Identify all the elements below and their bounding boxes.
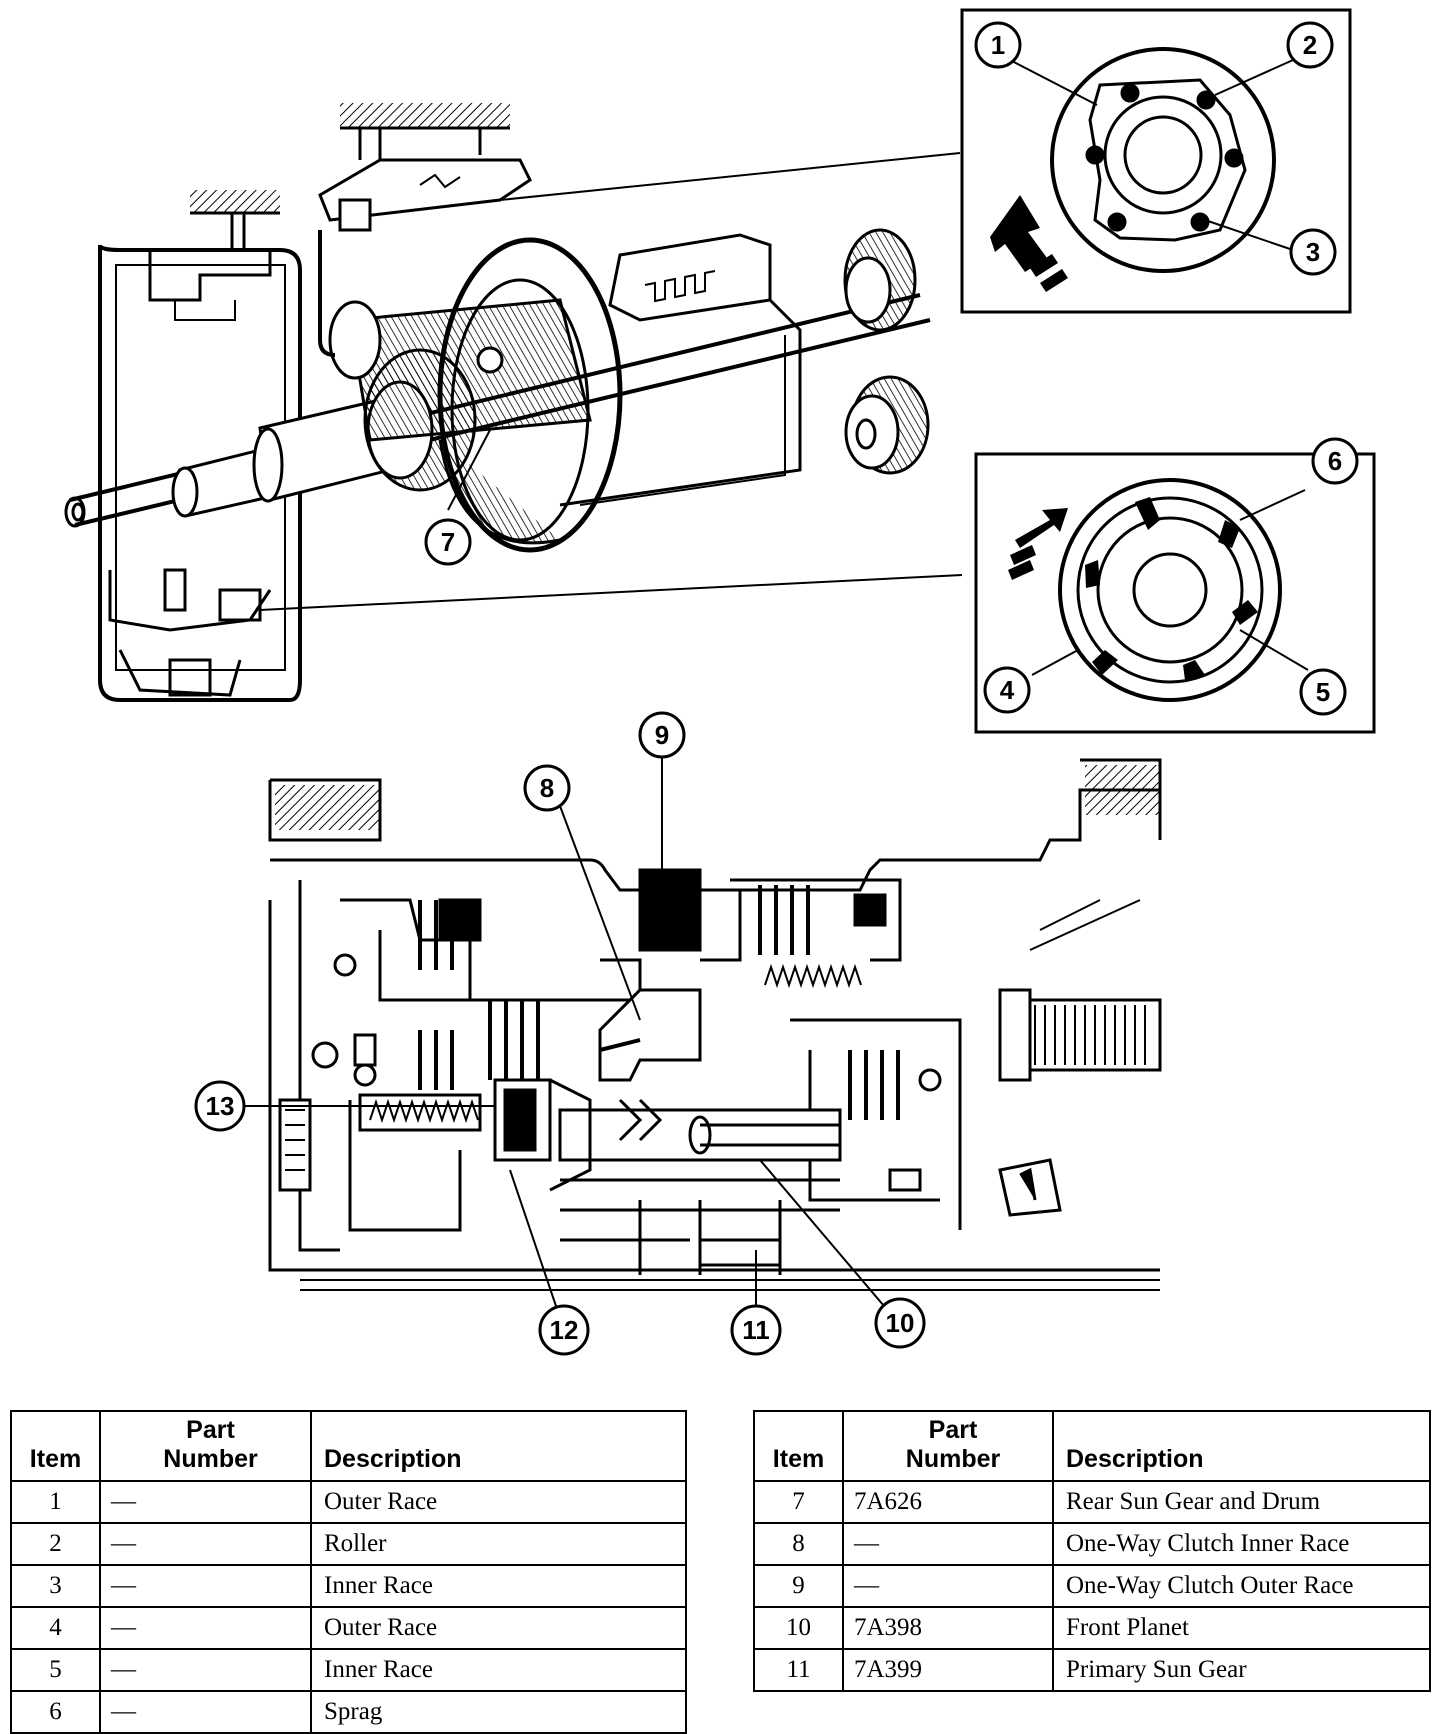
header-part-line2: Number: [163, 1445, 258, 1473]
cell-item: 6: [10, 1690, 101, 1734]
table-row: 6—Sprag: [10, 1690, 687, 1734]
cell-description: Rear Sun Gear and Drum: [1052, 1480, 1431, 1524]
header-description: Description: [1052, 1410, 1431, 1482]
callout-3: 3: [1289, 228, 1337, 276]
callout-8: 8: [523, 764, 571, 812]
cell-item: 8: [753, 1522, 844, 1566]
svg-text:6: 6: [1328, 446, 1342, 476]
callout-10: 10: [874, 1297, 926, 1349]
callout-2: 2: [1286, 21, 1334, 69]
roller-clutch-inset: [960, 8, 1352, 314]
header-item: Item: [753, 1410, 844, 1482]
cell-part: 7A626: [842, 1480, 1054, 1524]
cell-description: Front Planet: [1052, 1606, 1431, 1650]
svg-text:5: 5: [1316, 677, 1330, 707]
header-part-line1: Part: [186, 1416, 235, 1444]
svg-text:7: 7: [441, 527, 455, 557]
callout-7: 7: [424, 518, 472, 566]
svg-text:3: 3: [1306, 237, 1320, 267]
transmission-cross-section: [243, 429, 1162, 1313]
cell-part: —: [99, 1522, 312, 1566]
cell-description: Primary Sun Gear: [1052, 1648, 1431, 1692]
cell-part: —: [99, 1606, 312, 1650]
callout-9: 9: [638, 711, 686, 759]
table-row: 5—Inner Race: [10, 1648, 687, 1692]
cell-description: Inner Race: [310, 1564, 687, 1608]
cell-part: —: [842, 1522, 1054, 1566]
cell-description: Sprag: [310, 1690, 687, 1734]
callout-11: 11: [730, 1304, 782, 1356]
cell-item: 4: [10, 1606, 101, 1650]
cell-part: 7A399: [842, 1648, 1054, 1692]
cell-part: —: [99, 1648, 312, 1692]
cell-description: Outer Race: [310, 1480, 687, 1524]
table-row: 2—Roller: [10, 1522, 687, 1566]
cell-item: 10: [753, 1606, 844, 1650]
cell-item: 1: [10, 1480, 101, 1524]
svg-text:8: 8: [540, 773, 554, 803]
cell-item: 9: [753, 1564, 844, 1608]
cell-part: —: [842, 1564, 1054, 1608]
svg-text:10: 10: [886, 1308, 915, 1338]
cell-description: Outer Race: [310, 1606, 687, 1650]
cell-description: One-Way Clutch Inner Race: [1052, 1522, 1431, 1566]
svg-text:12: 12: [550, 1315, 579, 1345]
cell-item: 3: [10, 1564, 101, 1608]
cell-part: 7A398: [842, 1606, 1054, 1650]
cell-description: Roller: [310, 1522, 687, 1566]
svg-text:9: 9: [655, 720, 669, 750]
callout-12: 12: [538, 1304, 590, 1356]
cell-part: —: [99, 1690, 312, 1734]
header-part-line2: Number: [905, 1445, 1001, 1473]
callout-5: 5: [1299, 668, 1347, 716]
header-item: Item: [10, 1410, 101, 1482]
transmission-illustration: 1 2 3 4 5 6 7 8 9 10 11 12 13: [64, 8, 1376, 1356]
table-row: 8—One-Way Clutch Inner Race: [753, 1522, 1431, 1566]
svg-text:13: 13: [206, 1091, 235, 1121]
table-row: 9—One-Way Clutch Outer Race: [753, 1564, 1431, 1608]
svg-text:4: 4: [1000, 675, 1015, 705]
planetary-assembly-drawing: [64, 103, 963, 702]
callout-4: 4: [983, 666, 1031, 714]
svg-text:2: 2: [1303, 30, 1317, 60]
cell-item: 2: [10, 1522, 101, 1566]
callout-1: 1: [974, 21, 1022, 69]
cell-item: 5: [10, 1648, 101, 1692]
cell-item: 11: [753, 1648, 844, 1692]
svg-text:1: 1: [991, 30, 1005, 60]
table-row: 1—Outer Race: [10, 1480, 687, 1524]
svg-text:11: 11: [742, 1315, 770, 1345]
table-row: 4—Outer Race: [10, 1606, 687, 1650]
cell-part: —: [99, 1564, 312, 1608]
header-description: Description: [310, 1410, 687, 1482]
callout-13: 13: [194, 1080, 246, 1132]
table-row: 3—Inner Race: [10, 1564, 687, 1608]
cell-description: Inner Race: [310, 1648, 687, 1692]
cell-item: 7: [753, 1480, 844, 1524]
header-part-line1: Part: [928, 1416, 978, 1444]
cell-part: —: [99, 1480, 312, 1524]
callout-6: 6: [1311, 437, 1359, 485]
cell-description: One-Way Clutch Outer Race: [1052, 1564, 1431, 1608]
